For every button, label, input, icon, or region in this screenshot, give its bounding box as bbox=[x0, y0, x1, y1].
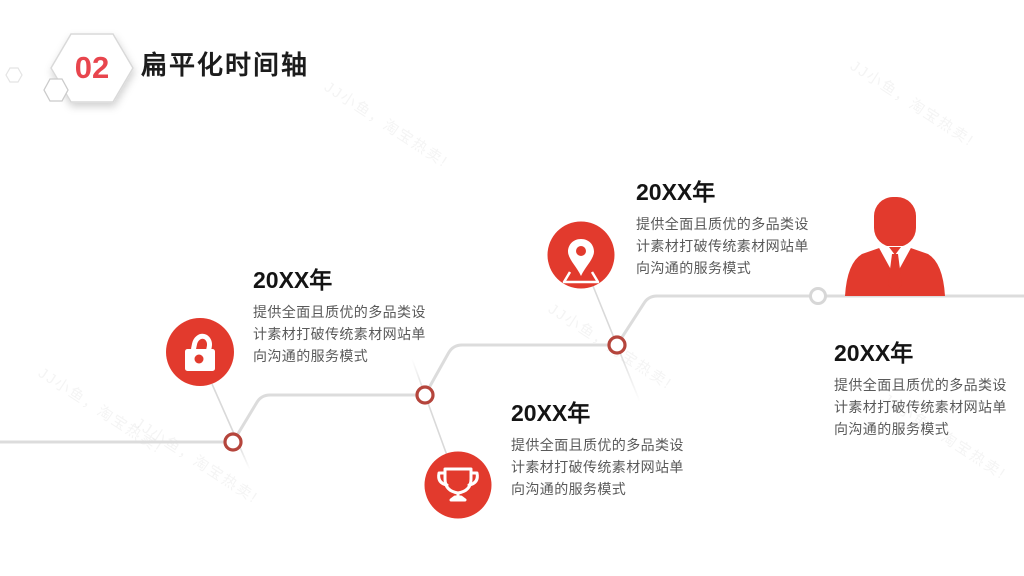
timeline-node-2 bbox=[415, 385, 435, 405]
milestone-year: 20XX年 bbox=[253, 267, 333, 293]
businessman-icon bbox=[845, 197, 945, 296]
milestone-3: 20XX年 提供全面且质优的多品类设计素材打破传统素材网站单向沟通的服务模式 bbox=[636, 178, 818, 280]
connector-line bbox=[211, 383, 251, 471]
milestone-description: 提供全面且质优的多品类设计素材打破传统素材网站单向沟通的服务模式 bbox=[253, 303, 426, 364]
milestone-year: 20XX年 bbox=[511, 400, 591, 426]
timeline-path bbox=[0, 294, 1024, 444]
milestone-2: 20XX年 提供全面且质优的多品类设计素材打破传统素材网站单向沟通的服务模式 bbox=[511, 399, 693, 501]
hexagon-outline-small bbox=[43, 78, 69, 102]
milestone-year: 20XX年 bbox=[834, 340, 914, 366]
hexagon-badge bbox=[50, 33, 134, 103]
timeline-node-4 bbox=[809, 287, 827, 305]
timeline-node-1 bbox=[223, 432, 243, 452]
connector-line bbox=[411, 358, 448, 455]
timeline-node-3 bbox=[607, 335, 627, 355]
hexagon-outline-tiny bbox=[5, 67, 23, 83]
milestone-description: 提供全面且质优的多品类设计素材打破传统素材网站单向沟通的服务模式 bbox=[511, 436, 684, 497]
location-pin-icon bbox=[547, 221, 615, 289]
milestone-description: 提供全面且质优的多品类设计素材打破传统素材网站单向沟通的服务模式 bbox=[834, 376, 1007, 437]
milestone-year: 20XX年 bbox=[636, 179, 716, 205]
milestone-1: 20XX年 提供全面且质优的多品类设计素材打破传统素材网站单向沟通的服务模式 bbox=[253, 266, 435, 368]
lock-icon bbox=[166, 318, 234, 386]
trophy-icon bbox=[424, 451, 492, 519]
milestone-4: 20XX年 提供全面且质优的多品类设计素材打破传统素材网站单向沟通的服务模式 bbox=[834, 339, 1016, 441]
milestone-description: 提供全面且质优的多品类设计素材打破传统素材网站单向沟通的服务模式 bbox=[636, 215, 809, 276]
section-number: 02 bbox=[74, 50, 110, 85]
page-title: 扁平化时间轴 bbox=[141, 50, 310, 80]
